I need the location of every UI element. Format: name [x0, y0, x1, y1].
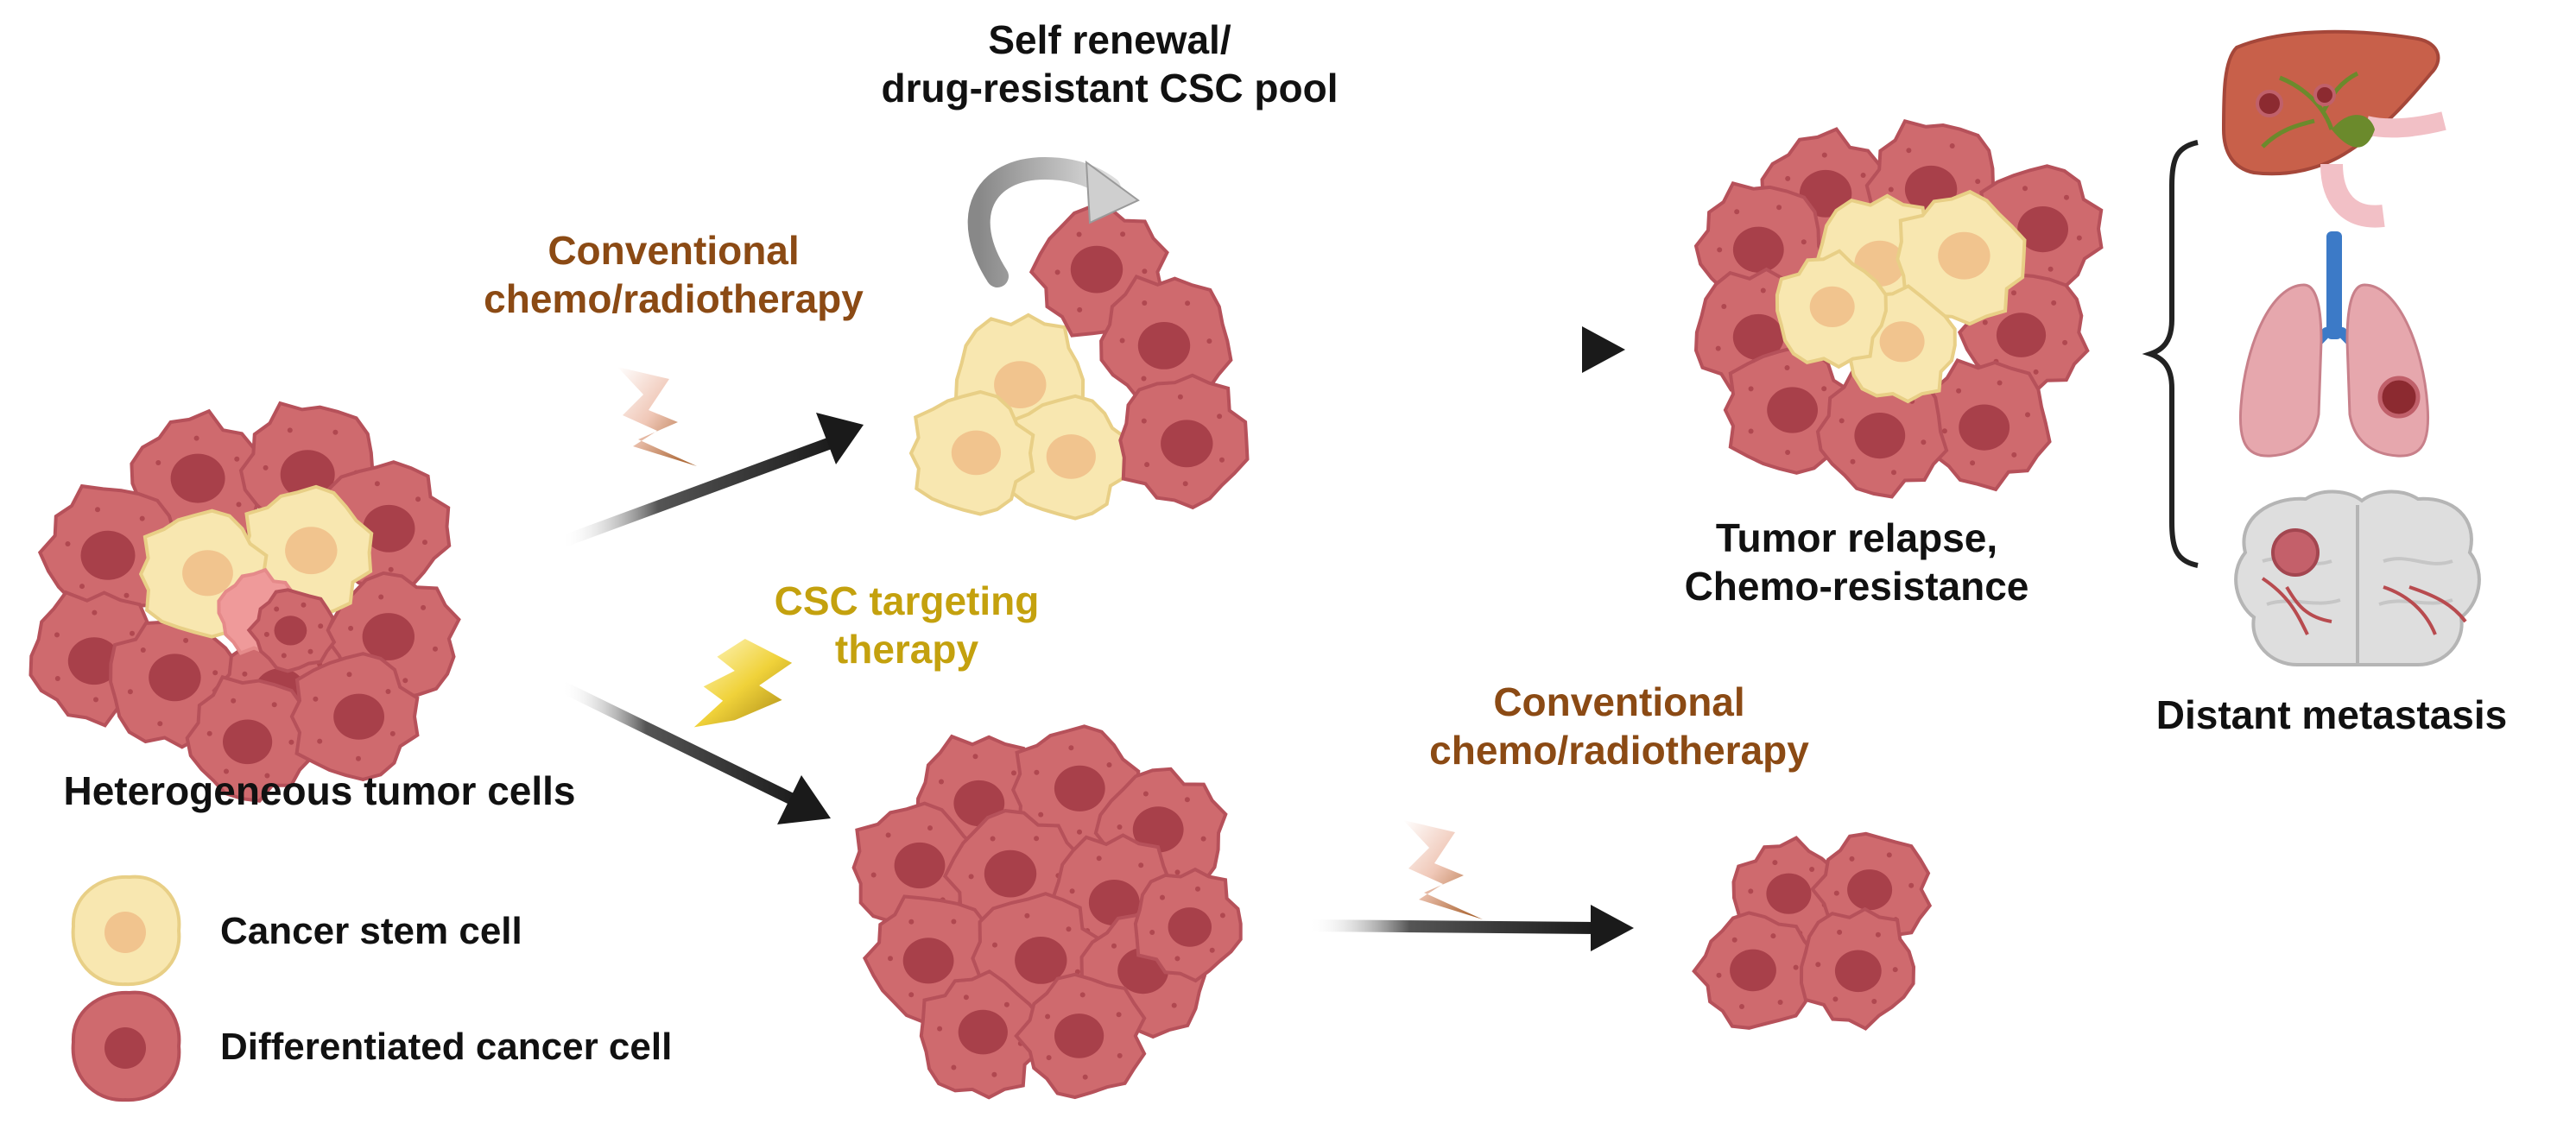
relapse-line2: Chemo-resistance — [1684, 564, 2029, 609]
cancer-stem-cell — [1775, 249, 1888, 369]
arrow-to-shrunken-tumor — [1302, 905, 1634, 951]
csc-targeting-line2: therapy — [834, 627, 979, 673]
shrunken-tumor-cluster — [1692, 831, 1933, 1031]
legend-differentiated-text: Differentiated cancer cell — [220, 1026, 673, 1068]
csc-targeting-label: CSC targeting therapy — [725, 577, 1088, 673]
differentiated-cell — [246, 588, 337, 673]
legend-stem-label: Cancer stem cell — [220, 908, 522, 955]
arrow-to-resistant-pool — [555, 413, 864, 548]
differentiated-cell — [1014, 972, 1147, 1100]
lungs-icon — [2238, 231, 2430, 458]
self-renewal-line1: Self renewal/ — [988, 17, 1231, 62]
legend-stem-cell-icon — [71, 875, 181, 987]
lightning-bolt-icon — [1403, 820, 1483, 919]
differentiated-cell — [1133, 867, 1243, 983]
conventional-therapy-bottom-label: Conventional chemo/radiotherapy — [1351, 678, 1887, 774]
differentiated-cell — [289, 652, 420, 781]
curved-arrow-icon — [967, 156, 1140, 287]
differentiated-tumor-cluster — [851, 724, 1243, 1100]
legend-differentiated-label: Differentiated cancer cell — [220, 1024, 672, 1070]
heterogeneous-text: Heterogeneous tumor cells — [63, 768, 576, 813]
differentiated-cell — [1118, 373, 1250, 510]
lightning-bolt-icon — [617, 367, 697, 466]
heterogeneous-tumor-cluster — [28, 401, 461, 803]
liver-icon — [2221, 29, 2446, 228]
relapsed-tumor-cluster — [1693, 118, 2104, 499]
differentiated-cell — [1921, 357, 2052, 492]
cancer-stem-cell — [908, 389, 1035, 516]
distant-metastasis-text: Distant metastasis — [2155, 692, 2508, 737]
relapse-line1: Tumor relapse, — [1715, 515, 1998, 560]
legend-stem-text: Cancer stem cell — [220, 910, 522, 952]
differentiated-cell — [185, 674, 315, 803]
chemoresistant-cell-cluster — [908, 205, 1250, 521]
heterogeneous-tumor-label: Heterogeneous tumor cells — [0, 767, 639, 815]
conventional-top-line1: Conventional — [547, 228, 800, 273]
conventional-bottom-line2: chemo/radiotherapy — [1429, 728, 1809, 774]
conventional-bottom-line1: Conventional — [1493, 679, 1745, 724]
arrow-to-csc-targeting — [555, 680, 831, 824]
self-renewal-line2: drug-resistant CSC pool — [881, 66, 1339, 111]
tumor-relapse-label: Tumor relapse, Chemo-resistance — [1615, 514, 2098, 610]
self-renewal-label: Self renewal/ drug-resistant CSC pool — [782, 16, 1438, 112]
differentiated-cell — [919, 969, 1043, 1100]
cancer-stem-cell — [1896, 189, 2027, 326]
csc-targeting-line1: CSC targeting — [774, 578, 1040, 623]
differentiated-cell — [851, 801, 981, 932]
arrow-to-relapse — [1294, 326, 1625, 373]
conventional-top-line2: chemo/radiotherapy — [484, 276, 864, 322]
lightning-bolt-icon — [693, 639, 793, 728]
legend-differentiated-cell-icon — [71, 990, 181, 1102]
differentiated-cell — [1692, 911, 1818, 1030]
distant-metastasis-label: Distant metastasis — [2090, 691, 2573, 739]
differentiated-cell — [1799, 906, 1916, 1031]
brain-icon — [2234, 489, 2481, 666]
bracket-icon — [2142, 140, 2199, 568]
conventional-therapy-top-label: Conventional chemo/radiotherapy — [406, 226, 941, 323]
